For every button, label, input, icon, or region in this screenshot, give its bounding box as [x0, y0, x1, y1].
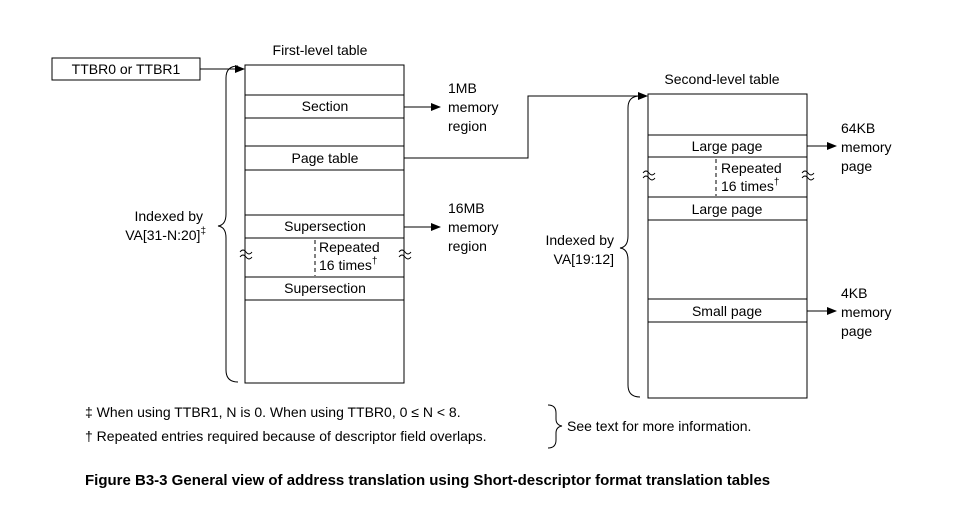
- entry-supersection-top: Supersection: [284, 218, 366, 234]
- label-16mb-line3: region: [448, 238, 487, 254]
- ttbr-register: TTBR0 or TTBR1: [51, 57, 201, 81]
- second-repeated-line1: Repeated: [721, 160, 782, 176]
- entry-small-page: Small page: [692, 303, 762, 319]
- label-64kb-line2: memory: [841, 139, 892, 155]
- footnote-brace: [547, 404, 563, 449]
- label-1mb-line2: memory: [448, 99, 499, 115]
- first-level-table: [239, 64, 412, 384]
- label-16mb-line2: memory: [448, 219, 499, 235]
- label-1mb-region: 1MB memory region: [448, 80, 499, 134]
- label-16mb-line1: 16MB: [448, 200, 485, 216]
- footnote-dagger: † Repeated entries required because of d…: [85, 428, 487, 444]
- label-4kb-line2: memory: [841, 304, 892, 320]
- second-repeated-line2: 16 times†: [721, 177, 779, 194]
- second-level-brace: [619, 95, 641, 398]
- first-level-title: First-level table: [273, 42, 368, 58]
- label-64kb-line3: page: [841, 158, 872, 174]
- entry-supersection-bottom: Supersection: [284, 280, 366, 296]
- first-repeated-line2: 16 times†: [319, 256, 377, 273]
- first-repeated-count: 16 times: [319, 257, 372, 273]
- second-level-table: [642, 93, 815, 399]
- second-repeated-count: 16 times: [721, 178, 774, 194]
- second-repeated-dagger: †: [774, 177, 780, 188]
- footnote-double-dagger: ‡ When using TTBR1, N is 0. When using T…: [85, 404, 461, 420]
- footnote-see-text: See text for more information.: [567, 418, 751, 434]
- label-64kb-line1: 64KB: [841, 120, 875, 136]
- first-index-ddagger: ‡: [200, 226, 206, 237]
- entry-large-page-top: Large page: [692, 138, 763, 154]
- second-level-title: Second-level table: [664, 71, 779, 87]
- arrow-page-table-to-second: [404, 92, 648, 159]
- first-index-va: VA[31-N:20]: [125, 227, 200, 243]
- label-1mb-line3: region: [448, 118, 487, 134]
- first-repeated-line1: Repeated: [319, 239, 380, 255]
- label-1mb-line1: 1MB: [448, 80, 477, 96]
- entry-page-table: Page table: [292, 150, 359, 166]
- ttbr-label: TTBR0 or TTBR1: [72, 61, 181, 77]
- first-level-brace: [217, 65, 239, 383]
- label-64kb-page: 64KB memory page: [841, 120, 892, 174]
- label-4kb-page: 4KB memory page: [841, 285, 892, 339]
- first-index-line1: Indexed by: [135, 208, 204, 224]
- label-4kb-line3: page: [841, 323, 872, 339]
- label-16mb-region: 16MB memory region: [448, 200, 499, 254]
- second-index-line2: VA[19:12]: [554, 251, 614, 267]
- first-index-line2: VA[31-N:20]‡: [125, 226, 206, 243]
- first-repeated-dagger: †: [372, 256, 378, 267]
- second-index-line1: Indexed by: [546, 232, 615, 248]
- figure-caption: Figure B3-3 General view of address tran…: [85, 472, 770, 489]
- entry-section: Section: [302, 98, 349, 114]
- entry-large-page-bottom: Large page: [692, 201, 763, 217]
- label-4kb-line1: 4KB: [841, 285, 867, 301]
